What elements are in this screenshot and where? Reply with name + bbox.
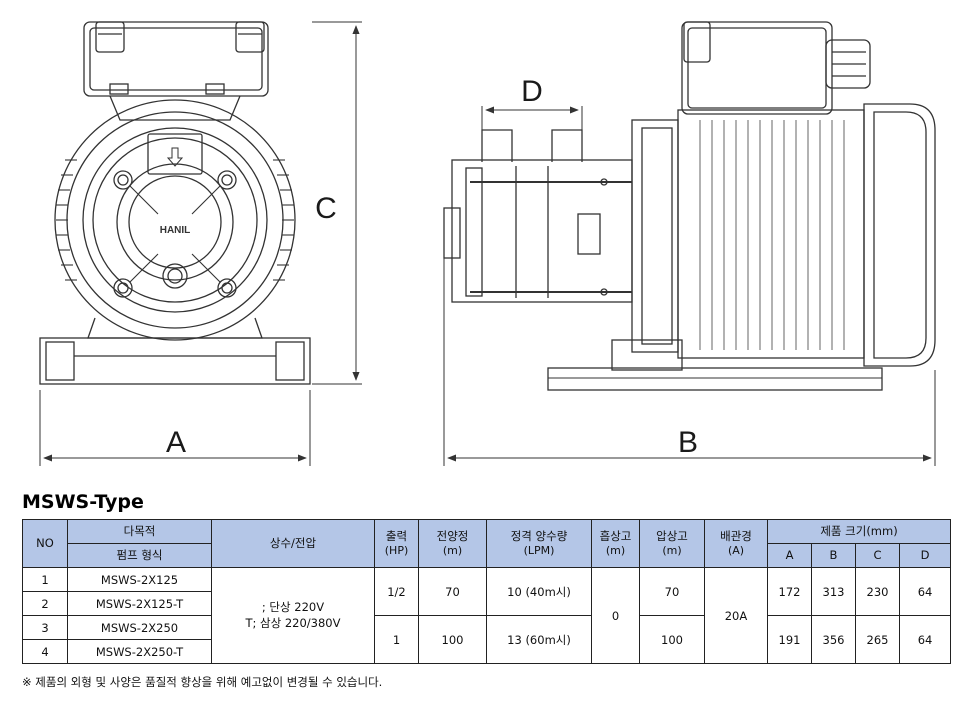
row-model: MSWS-2X125-T (67, 591, 212, 616)
dim-b-cell: 313 (811, 567, 856, 616)
header-pipe-unit: (A) (727, 544, 745, 558)
header-discharge-label: 압상고 (656, 528, 688, 543)
header-discharge-unit: (m) (662, 544, 682, 558)
dimension-label-d: D (521, 75, 543, 108)
table-row: 4 MSWS-2X250-T (22, 639, 951, 664)
header-dim-c: C (855, 543, 900, 568)
dimension-label-c: C (315, 192, 337, 225)
footnote: ※ 제품의 외형 및 사양은 품질적 향상을 위해 예고없이 변경될 수 있습니… (22, 675, 383, 689)
header-suction: 흡상고 (m) (591, 519, 640, 568)
header-flow-label: 정격 양수량 (510, 528, 568, 543)
head-cell: 100 (418, 615, 487, 664)
header-dim-b: B (811, 543, 856, 568)
pipe-cell: 20A (704, 567, 768, 664)
header-no: NO (22, 519, 68, 568)
row-no: 3 (22, 615, 68, 640)
header-model-group: 다목적 (67, 519, 212, 544)
dim-b-cell: 356 (811, 615, 856, 664)
flow-cell: 10 (40m시) (486, 567, 592, 616)
row-no: 1 (22, 567, 68, 592)
header-phase: 상수/전압 (211, 519, 375, 568)
row-no: 4 (22, 639, 68, 664)
row-model: MSWS-2X250-T (67, 639, 212, 664)
header-head: 전양정 (m) (418, 519, 487, 568)
header-model: 펌프 형식 (67, 543, 212, 568)
row-model: MSWS-2X250 (67, 615, 212, 640)
pump-dimension-drawing: HANIL C A (39, 21, 936, 466)
flow-cell: 13 (60m시) (486, 615, 592, 664)
phase-line-single: ; 단상 220V (261, 599, 325, 614)
table-row: 3 MSWS-2X250 1 100 13 (60m시) 100 191 356… (22, 615, 952, 664)
header-suction-unit: (m) (605, 544, 626, 558)
header-row-2: 펌프 형식 A B C D (23, 543, 952, 568)
header-head-label: 전양정 (436, 528, 469, 543)
row-model: MSWS-2X125 (67, 567, 212, 592)
head-cell: 70 (418, 567, 487, 616)
dim-a-cell: 172 (767, 567, 812, 616)
dim-a-cell: 191 (767, 615, 812, 664)
phase-voltage-cell: ; 단상 220V T; 삼상 220/380V (211, 567, 375, 664)
product-type-title: MSWS-Type (22, 491, 144, 513)
header-output-label: 출력 (385, 528, 408, 543)
dimension-label-b: B (678, 426, 698, 459)
spec-table: NO 다목적 상수/전압 출력 (HP) 전양정 (m) 정격 양수량 (LPM… (22, 519, 952, 664)
header-flow-unit: (LPM) (523, 544, 555, 558)
dimension-label-a: A (166, 426, 186, 459)
header-output: 출력 (HP) (374, 519, 419, 568)
header-pipe-label: 배관경 (720, 528, 752, 543)
dim-d-cell: 64 (898, 615, 952, 664)
suction-cell: 0 (591, 567, 640, 664)
header-head-unit: (m) (442, 544, 463, 558)
table-row: 1 MSWS-2X125 ; 단상 220V T; 삼상 220/380V 1/… (22, 567, 952, 664)
discharge-cell: 100 (639, 615, 705, 664)
header-suction-label: 흡상고 (599, 528, 632, 543)
brand-label: HANIL (160, 225, 191, 236)
phase-line-three: T; 삼상 220/380V (245, 615, 341, 630)
front-view (39, 21, 362, 466)
side-view (443, 21, 936, 466)
header-dim-a: A (767, 543, 812, 568)
header-size: 제품 크기(mm) (766, 519, 952, 544)
output-cell: 1 (374, 615, 419, 664)
discharge-cell: 70 (639, 567, 705, 616)
dim-c-cell: 230 (855, 567, 900, 616)
header-row-1: NO 다목적 상수/전압 출력 (HP) 전양정 (m) 정격 양수량 (LPM… (22, 519, 952, 568)
row-no: 2 (22, 591, 68, 616)
header-flow: 정격 양수량 (LPM) (486, 519, 592, 568)
header-output-unit: (HP) (384, 544, 409, 558)
output-cell: 1/2 (374, 567, 419, 616)
dim-c-cell: 265 (855, 615, 900, 664)
table-row: 2 MSWS-2X125-T (22, 591, 951, 616)
dim-d-cell: 64 (898, 567, 952, 616)
header-pipe: 배관경 (A) (704, 519, 768, 568)
header-dim-d: D (898, 543, 952, 568)
header-discharge: 압상고 (m) (639, 519, 705, 568)
